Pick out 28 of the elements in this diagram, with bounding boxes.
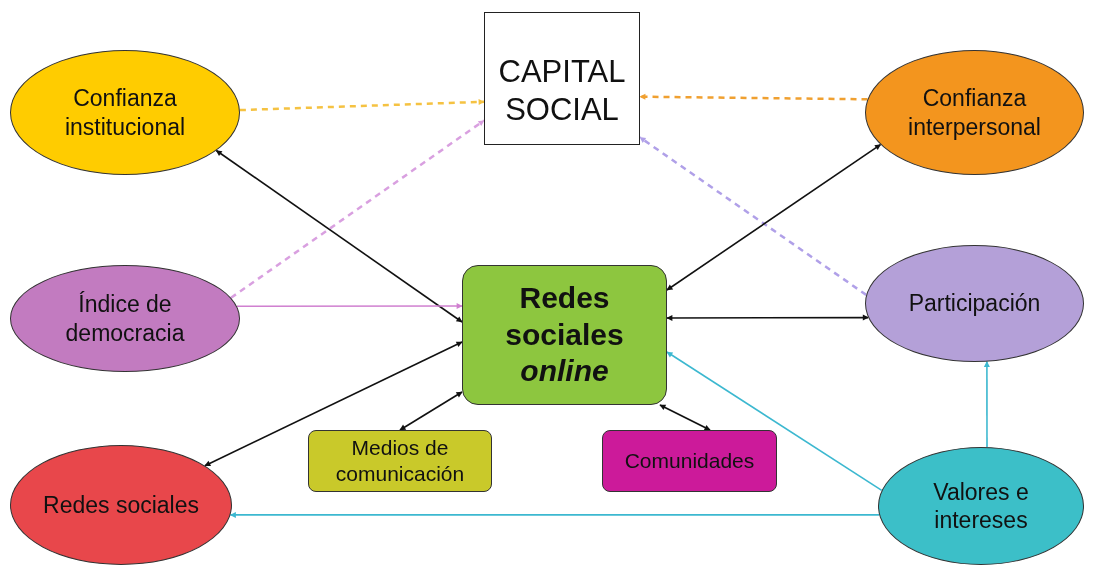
node-label: Confianza interpersonal (907, 84, 1042, 141)
arrow (659, 404, 711, 431)
node-label: Participación (908, 289, 1041, 318)
node-label: Comunidades (624, 448, 755, 474)
process-box (602, 430, 777, 492)
arrow (666, 143, 882, 291)
node-label: Medios de comunicación (334, 435, 466, 487)
arrow (666, 351, 883, 492)
node-label: CAPITAL SOCIAL (497, 53, 627, 129)
node-label: Redes sociales (43, 490, 199, 519)
arrow (666, 314, 869, 321)
concept-box (484, 12, 640, 145)
node-label: Valores e intereses (932, 477, 1030, 535)
arrow (204, 341, 463, 467)
arrow (639, 136, 867, 296)
arrow (983, 360, 990, 448)
arrow (229, 511, 880, 518)
arrow (215, 149, 463, 323)
arrow (399, 391, 463, 431)
arrow (639, 93, 868, 101)
node-label: Confianza institucional (63, 84, 187, 141)
node-label: Índice de democracia (64, 290, 186, 347)
process-box (462, 265, 667, 405)
arrow (239, 99, 485, 112)
node-label: Redes sociales online (504, 280, 625, 390)
arrow (236, 303, 463, 309)
arrow (230, 119, 485, 299)
process-box (308, 430, 492, 492)
